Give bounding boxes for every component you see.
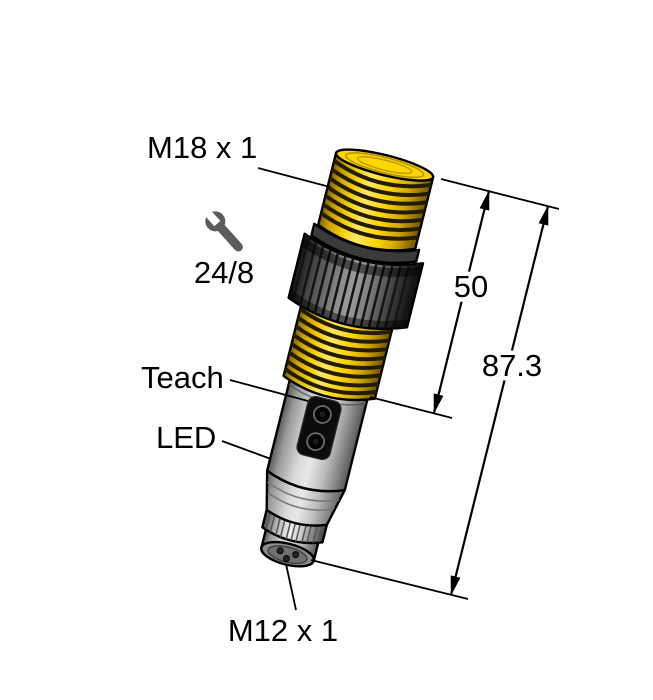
connector-pin — [292, 551, 300, 559]
sensor-thread-top — [316, 151, 435, 252]
extension-line-mid — [369, 396, 453, 419]
label-led: LED — [156, 420, 216, 455]
label-teach: Teach — [141, 360, 224, 395]
sensor-top-cap — [334, 148, 435, 182]
label-m12: M12 x 1 — [228, 613, 338, 648]
led-leader-line — [221, 440, 272, 460]
sensor-nut — [287, 232, 425, 331]
dim-line-87-3 — [449, 205, 550, 596]
teach-button-1 — [313, 405, 332, 424]
extension-line-top — [440, 178, 560, 210]
m18-leader-line — [257, 167, 331, 188]
label-m18: M18 x 1 — [147, 130, 257, 165]
dim-50-value: 50 — [454, 269, 488, 304]
extension-line-bottom — [310, 559, 469, 600]
teach-button-2 — [306, 432, 326, 452]
wrench-icon — [200, 206, 243, 252]
dim-87-3-value: 87.3 — [482, 348, 542, 383]
teach-button-panel — [296, 395, 342, 461]
label-wrench-size: 24/8 — [194, 255, 254, 290]
connector-pin — [276, 547, 284, 555]
sensor-illustration — [260, 148, 435, 568]
teach-leader-line — [229, 379, 309, 402]
connector-pin — [282, 555, 290, 563]
m12-leader-line — [285, 563, 297, 611]
